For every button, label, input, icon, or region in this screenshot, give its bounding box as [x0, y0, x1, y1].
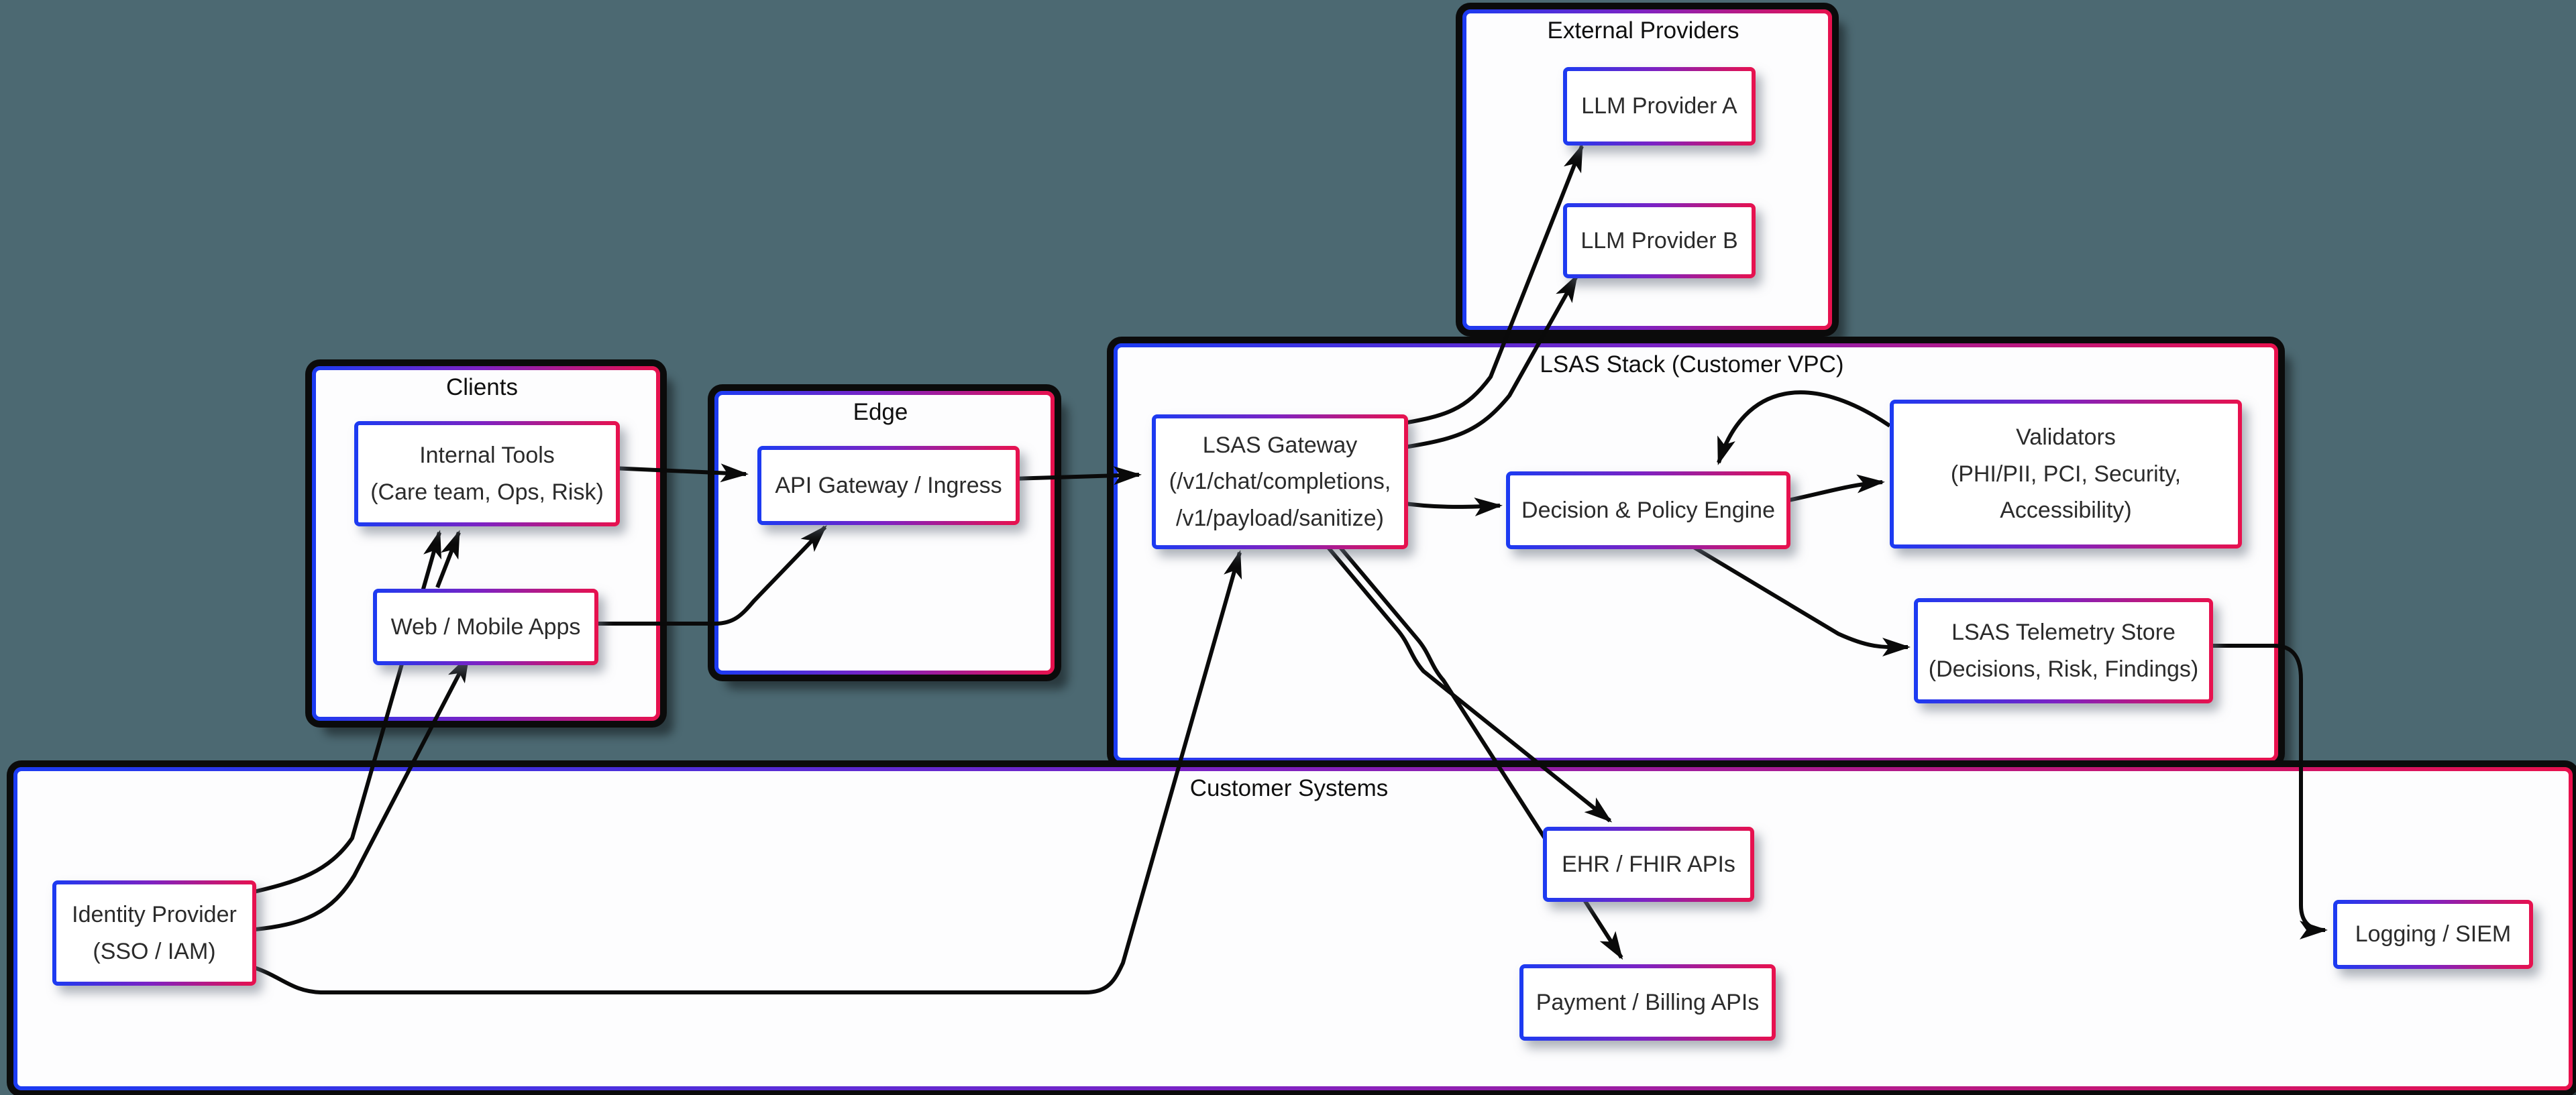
node-label-web-mobile-apps: Web / Mobile Apps [390, 614, 581, 640]
node-label-llm-provider-a: LLM Provider A [1581, 93, 1737, 119]
node-lsas-gateway: LSAS Gateway (/v1/chat/completions, /v1/… [1152, 414, 1408, 549]
node-telemetry-store: LSAS Telemetry Store (Decisions, Risk, F… [1914, 598, 2213, 703]
container-title-lsas-stack: LSAS Stack (Customer VPC) [1540, 351, 1844, 378]
node-label-telemetry-store: LSAS Telemetry Store (Decisions, Risk, F… [1928, 620, 2199, 682]
node-label-payment-billing-apis: Payment / Billing APIs [1536, 989, 1760, 1015]
node-llm-provider-b: LLM Provider B [1563, 203, 1756, 278]
node-identity-provider: Identity Provider (SSO / IAM) [52, 880, 256, 986]
container-customer-systems [13, 767, 2573, 1090]
container-external-providers [1462, 9, 1832, 330]
container-title-external-providers: External Providers [1547, 17, 1739, 44]
node-label-api-gateway: API Gateway / Ingress [775, 472, 1002, 498]
node-label-llm-provider-b: LLM Provider B [1580, 227, 1738, 253]
node-label-logging-siem: Logging / SIEM [2355, 921, 2512, 947]
container-title-clients: Clients [446, 374, 518, 400]
node-label-lsas-gateway: LSAS Gateway (/v1/chat/completions, /v1/… [1169, 432, 1391, 531]
node-ehr-fhir-apis: EHR / FHIR APIs [1543, 827, 1754, 902]
node-label-ehr-fhir-apis: EHR / FHIR APIs [1562, 851, 1735, 877]
node-logging-siem: Logging / SIEM [2333, 900, 2533, 969]
container-title-edge: Edge [853, 399, 908, 425]
node-api-gateway: API Gateway / Ingress [757, 446, 1020, 525]
node-validators: Validators (PHI/PII, PCI, Security, Acce… [1890, 400, 2242, 549]
node-label-decision-policy-engine: Decision & Policy Engine [1521, 497, 1775, 523]
node-llm-provider-a: LLM Provider A [1563, 67, 1756, 146]
node-label-identity-provider: Identity Provider (SSO / IAM) [72, 902, 237, 964]
container-edge [714, 391, 1055, 675]
node-decision-policy-engine: Decision & Policy Engine [1506, 471, 1790, 549]
node-internal-tools: Internal Tools (Care team, Ops, Risk) [354, 421, 620, 526]
node-label-validators: Validators (PHI/PII, PCI, Security, Acce… [1950, 424, 2182, 524]
container-title-customer-systems: Customer Systems [1189, 775, 1389, 801]
node-label-internal-tools: Internal Tools (Care team, Ops, Risk) [370, 443, 604, 505]
container-clients [312, 366, 660, 721]
node-payment-billing-apis: Payment / Billing APIs [1519, 964, 1776, 1041]
node-web-mobile-apps: Web / Mobile Apps [373, 589, 598, 665]
